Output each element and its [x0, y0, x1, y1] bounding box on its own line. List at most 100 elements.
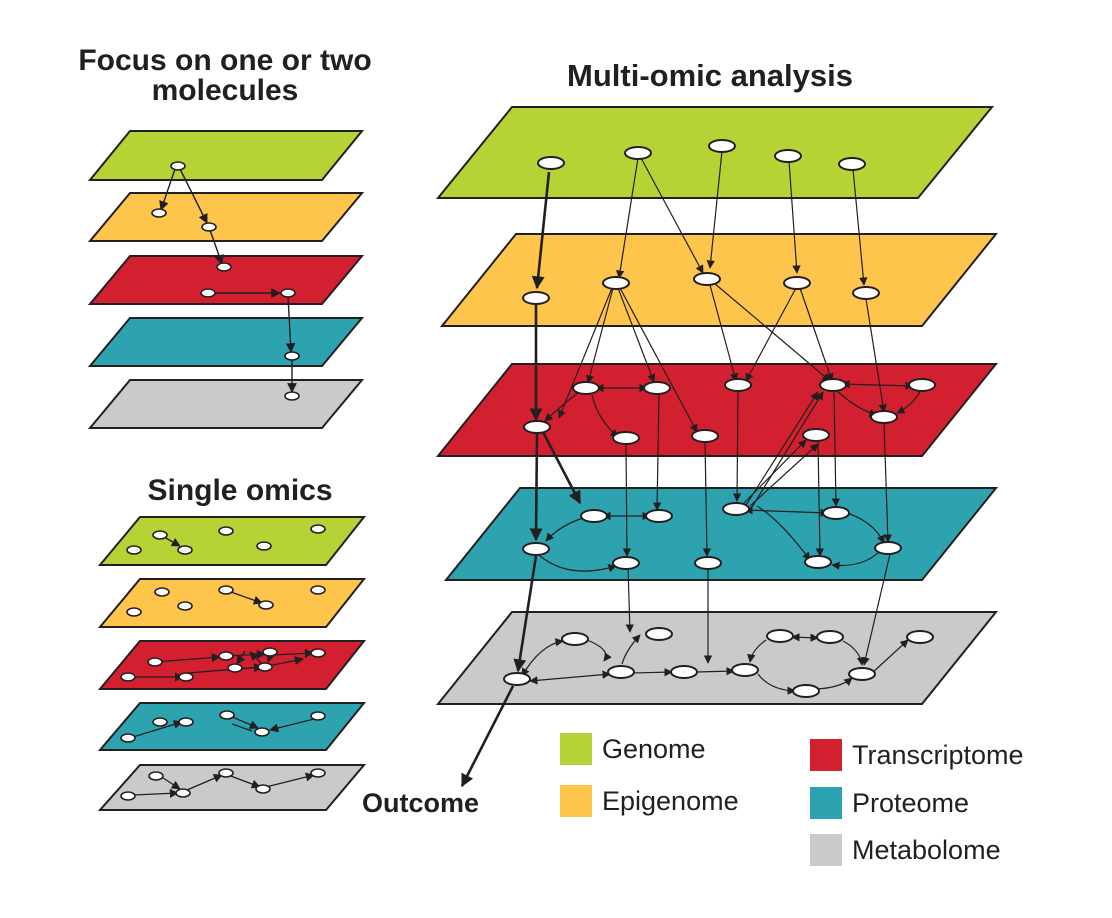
multi-node: [906, 630, 934, 644]
multi-node: [522, 542, 550, 556]
multi-edge: [745, 287, 797, 382]
multi-node: [819, 378, 847, 392]
multi-node: [503, 672, 531, 686]
focus-node: [151, 208, 167, 218]
multi-edge: [861, 553, 891, 666]
single-node: [258, 600, 274, 610]
single-node: [175, 788, 191, 798]
single-node: [219, 710, 235, 720]
single-epigenome-layer: [97, 578, 367, 628]
multi-node: [624, 146, 652, 160]
multi-edge: [756, 505, 811, 561]
single-node: [148, 771, 164, 781]
multi-edge-major: [460, 685, 515, 788]
multi-edge: [586, 639, 612, 662]
multi-edge: [617, 287, 656, 383]
multi-edge: [799, 287, 834, 382]
multi-node: [804, 555, 832, 569]
single-node: [147, 657, 163, 667]
multi-edge: [751, 391, 824, 508]
multi-node: [708, 139, 736, 153]
single-node: [310, 711, 326, 721]
single-node: [152, 530, 168, 540]
multi-node: [802, 428, 830, 442]
multi-edge: [544, 391, 580, 422]
multi-node: [645, 509, 673, 523]
multi-edge: [871, 639, 909, 674]
legend-swatch: [810, 787, 842, 819]
multi-node: [572, 381, 600, 395]
legend-swatch: [560, 733, 592, 765]
multi-proteome-layer: [443, 487, 999, 581]
multi-node: [766, 629, 794, 643]
focus-node: [201, 222, 217, 232]
focus-node: [216, 262, 232, 272]
multi-edge: [702, 440, 712, 557]
multi-edge: [616, 157, 639, 279]
multi-omic-title: Multi-omic analysis: [567, 58, 853, 93]
multi-node: [607, 665, 635, 679]
multi-node: [645, 627, 673, 641]
single-node: [120, 672, 136, 682]
single-edge: [231, 723, 253, 732]
legend-item-genome: Genome: [560, 733, 706, 765]
multi-node: [694, 556, 722, 570]
legend-label: Epigenome: [602, 785, 739, 816]
single-node: [310, 524, 326, 534]
single-node: [256, 541, 272, 551]
multi-edge: [831, 390, 841, 507]
multi-omic-stack: [435, 106, 999, 788]
single-node: [254, 727, 270, 737]
multi-edge: [865, 298, 887, 413]
single-node: [177, 601, 193, 611]
multi-node: [816, 630, 844, 644]
multi-edge: [652, 393, 662, 511]
single-node: [218, 651, 234, 661]
single-node: [255, 784, 271, 794]
legend-swatch: [560, 785, 592, 817]
multi-node: [848, 667, 876, 681]
single-edge: [186, 774, 223, 791]
multi-edge: [640, 157, 704, 274]
multi-edge: [815, 677, 853, 690]
single-edge: [154, 653, 221, 663]
focus-edge: [285, 295, 296, 353]
focus-proteome-layer: [87, 317, 365, 367]
single-edge: [265, 772, 315, 788]
single-edge: [271, 648, 314, 658]
multi-edge: [831, 551, 880, 570]
multi-edge-major: [513, 555, 538, 673]
single-edge: [187, 663, 263, 674]
multi-edge: [709, 284, 739, 382]
multi-node: [838, 157, 866, 171]
single-node: [310, 768, 326, 778]
multi-node: [783, 276, 811, 290]
multi-node: [691, 429, 719, 443]
legend-item-epigenome: Epigenome: [560, 785, 739, 817]
multi-edge: [883, 421, 892, 543]
single-edge: [249, 651, 263, 665]
single-node: [218, 768, 234, 778]
multi-node: [580, 509, 608, 523]
focus-node: [170, 161, 186, 171]
single-edge: [267, 656, 304, 667]
legend-item-transcriptome: Transcriptome: [810, 739, 1024, 771]
multi-edge: [585, 287, 614, 384]
single-node: [154, 587, 170, 597]
multi-edge: [557, 287, 613, 419]
focus-node: [280, 288, 296, 298]
focus-edge: [179, 168, 208, 224]
focus-node: [284, 351, 300, 361]
multi-edge: [744, 506, 829, 517]
single-node: [152, 717, 168, 727]
single-node: [177, 545, 193, 555]
multi-edge: [815, 440, 825, 557]
single-edge: [236, 650, 246, 665]
multi-node: [774, 149, 802, 163]
multi-node: [670, 665, 698, 679]
focus-node: [284, 391, 300, 401]
focus-edge: [209, 229, 224, 265]
single-edge: [132, 720, 183, 738]
multi-node: [537, 156, 565, 170]
